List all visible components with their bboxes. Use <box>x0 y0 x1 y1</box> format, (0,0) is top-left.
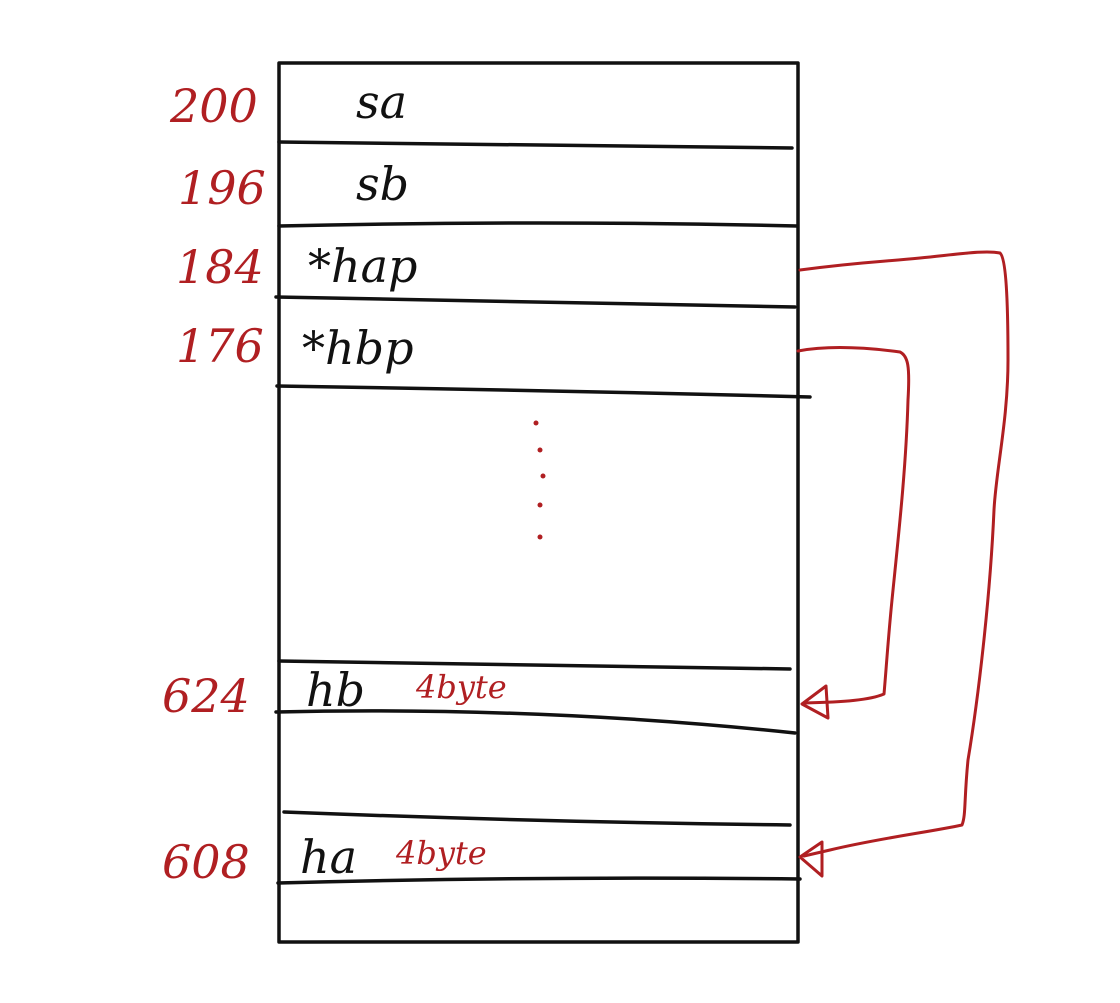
pointer-arrow-hap-to-ha <box>798 250 1010 858</box>
pointer-arrowhead-hb <box>800 684 830 720</box>
cell-label-hb: hb <box>306 663 365 717</box>
size-label-hb: 4byte <box>415 668 507 706</box>
cell-label-hbp: *hbp <box>302 321 414 375</box>
pointer-arrow-hbp-to-hb <box>796 346 911 705</box>
cell-label-sb: sb <box>356 157 409 211</box>
address-184: 184 <box>176 240 264 294</box>
cell-label-ha: ha <box>300 830 357 884</box>
address-200: 200 <box>169 79 258 133</box>
row-divider <box>277 659 792 671</box>
address-176: 176 <box>176 319 264 373</box>
size-label-ha: 4byte <box>395 834 487 872</box>
memory-block-outline <box>277 61 800 944</box>
row-divider <box>276 876 802 885</box>
cell-label-sa: sa <box>356 75 407 129</box>
cell-label-hap: *hap <box>308 239 418 293</box>
ellipsis-dot <box>537 502 543 508</box>
pointer-arrowhead-ha <box>798 840 824 878</box>
row-divider <box>282 810 792 827</box>
row-divider <box>274 295 797 309</box>
address-624: 624 <box>162 669 250 723</box>
ellipsis-dot <box>537 447 543 453</box>
ellipsis-dot <box>540 473 546 479</box>
address-608: 608 <box>162 835 250 889</box>
row-divider <box>275 384 812 399</box>
ellipsis-dot <box>537 534 543 540</box>
row-divider <box>277 221 799 228</box>
ellipsis-dot <box>533 420 539 426</box>
row-divider <box>277 140 794 150</box>
row-divider <box>274 709 797 735</box>
address-196: 196 <box>178 161 266 215</box>
